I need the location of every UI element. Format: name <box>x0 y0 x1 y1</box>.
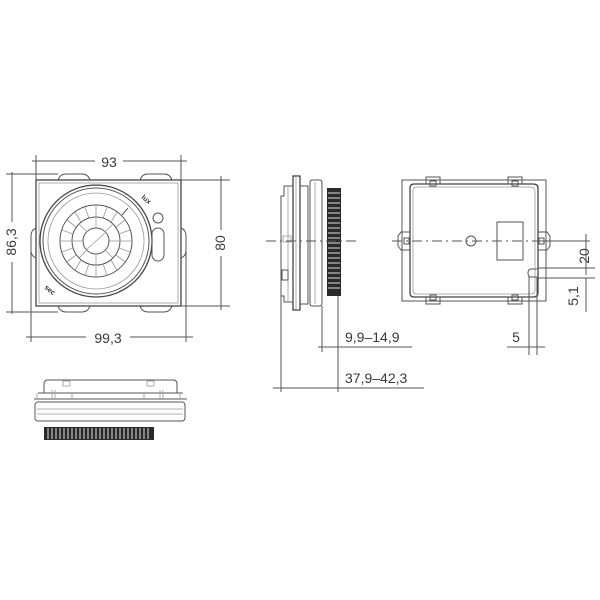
lens-icon <box>59 204 133 278</box>
dim-rear-offset-20: 20 <box>576 248 592 264</box>
lux-marking-icon: lux <box>140 194 152 206</box>
center-hole-icon <box>465 235 477 247</box>
dim-front-width-93: 93 <box>101 154 117 170</box>
dim-front-width-99-3: 99,3 <box>94 330 121 346</box>
bottom-view <box>34 379 187 440</box>
connector-window-icon <box>496 221 524 261</box>
time-marking-icon: sec <box>43 284 57 297</box>
front-view: lux sec 93 99,3 86,3 80 <box>3 152 231 346</box>
side-view: 9,9–14,9 37,9–42,3 <box>266 175 424 392</box>
dim-front-height-86-3: 86,3 <box>3 228 19 255</box>
clip-icons <box>397 176 551 305</box>
cable-slot-icon <box>527 268 537 278</box>
dim-front-height-80: 80 <box>212 235 228 251</box>
led-icon <box>152 212 164 224</box>
dim-side-depth-9-9-14-9: 9,9–14,9 <box>345 329 400 345</box>
button-slot-icon <box>151 227 165 262</box>
dim-rear-slot-width-5: 5 <box>512 329 520 345</box>
knurled-wheel-side-icon <box>327 188 341 296</box>
dim-rear-slot-height-5-1: 5,1 <box>565 286 581 306</box>
dim-side-depth-37-9-42-3: 37,9–42,3 <box>345 370 407 386</box>
rear-view: 20 5,1 5 <box>392 176 595 355</box>
